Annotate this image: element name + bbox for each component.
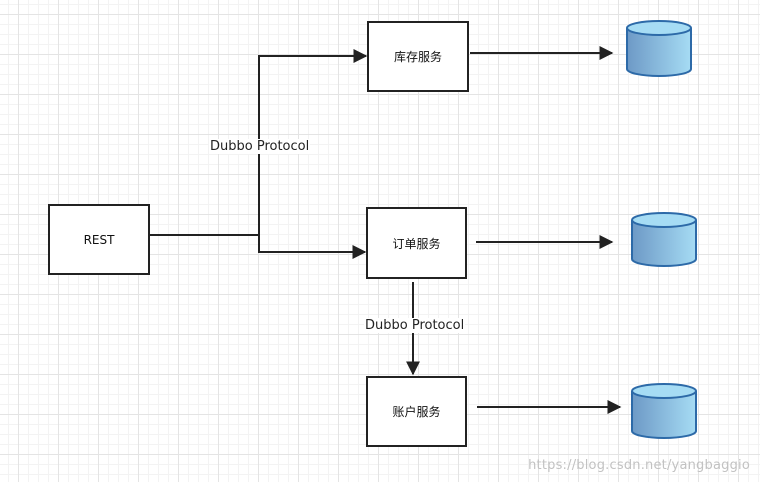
order-service-label: 订单服务	[392, 236, 441, 251]
inventory-db-cylinder	[626, 20, 692, 77]
order-service-node[interactable]: 订单服务	[366, 207, 467, 279]
order-db-cylinder	[631, 212, 697, 267]
edge-rest-to-order	[258, 235, 367, 259]
account-db-cylinder	[631, 383, 697, 439]
rest-node[interactable]: REST	[48, 204, 150, 275]
watermark-url: https://blog.csdn.net/yangbaggio	[528, 458, 750, 473]
rest-node-label: REST	[83, 232, 115, 247]
account-service-node[interactable]: 账户服务	[366, 376, 467, 447]
inventory-service-label: 库存服务	[393, 50, 442, 64]
inventory-service-node[interactable]: 库存服务	[367, 21, 469, 92]
edge-label-rest-to-services: Dubbo Protocol	[209, 139, 311, 154]
edge-label-order-to-account: Dubbo Protocol	[364, 318, 466, 333]
account-service-label: 账户服务	[392, 405, 441, 419]
